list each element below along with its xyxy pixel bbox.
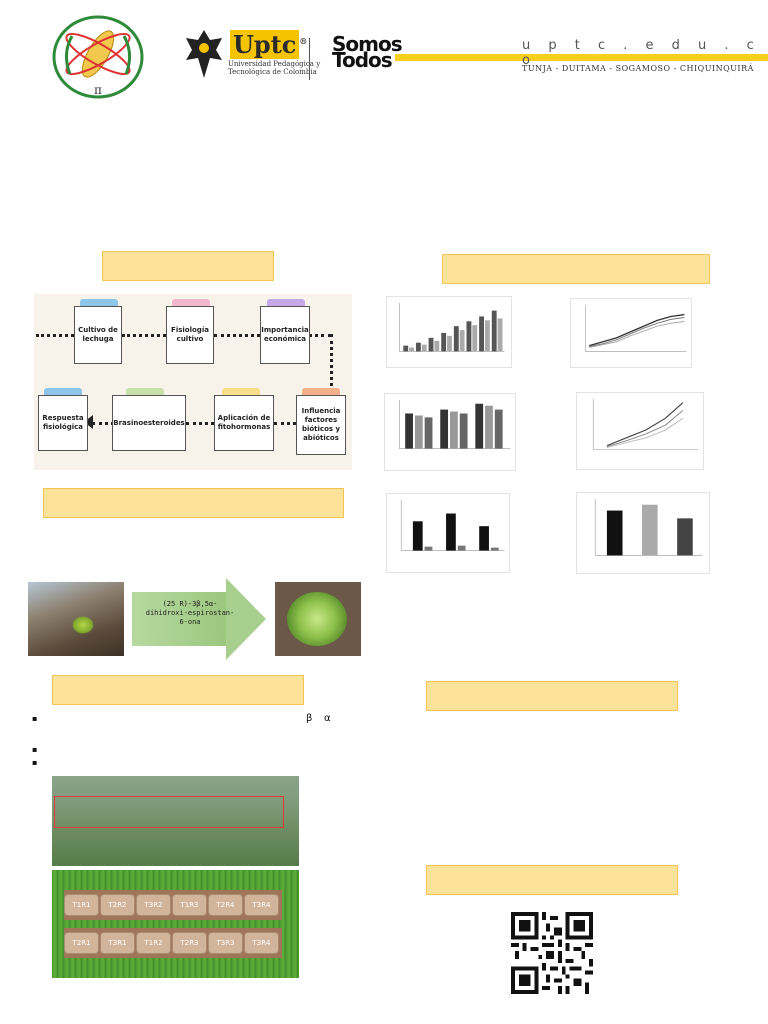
plot-cell: T2R3 [173, 933, 206, 953]
results-chart-5 [386, 493, 510, 573]
section-header-references [426, 865, 678, 895]
methods-bullet: ▪ [32, 758, 38, 767]
results-chart-3 [384, 393, 516, 471]
section-header-objective [43, 488, 344, 518]
plot-cell: T3R3 [209, 933, 242, 953]
plot-cell: T1R2 [137, 933, 170, 953]
results-chart-4 [576, 392, 704, 470]
methods-bullet: ▪ [32, 745, 38, 754]
flow-connector [308, 334, 332, 337]
results-chart-2 [570, 298, 692, 368]
flow-connector [122, 334, 166, 337]
header-yellow-bar [395, 54, 768, 61]
qr-code[interactable] [511, 912, 593, 994]
flow-connector [214, 334, 260, 337]
greek-alpha: α [324, 713, 331, 724]
arrow-right-icon [226, 578, 266, 660]
card-importancia-economica: Importancia económica [260, 306, 310, 364]
somos-todos-logo: Somos Todos [332, 32, 403, 72]
plot-cell: T3R4 [245, 933, 278, 953]
plot-cell: T2R1 [65, 933, 98, 953]
campus-cities: TUNJA - DUITAMA - SOGAMOSO - CHIQUINQUIR… [522, 64, 754, 73]
eagle-crest-icon [186, 30, 222, 78]
card-respuesta-fisiologica: Respuesta fisiológica [38, 395, 88, 451]
plot-cell: T2R4 [209, 895, 242, 915]
card-influencia-factores: Influencia factores bióticos y abióticos [296, 395, 346, 455]
results-chart-1 [386, 296, 512, 368]
card-aplicacion-fitohormonas: Aplicación de fitohormonas [214, 395, 274, 451]
treatment-arrow [132, 592, 228, 646]
plot-cell: T3R2 [137, 895, 170, 915]
lettuce-head [287, 592, 347, 646]
plot-cell: T2R2 [101, 895, 134, 915]
faculty-logo: π [52, 15, 144, 99]
flow-connector [186, 422, 214, 425]
arrow-left-icon [84, 415, 93, 429]
plot-cell: T1R3 [173, 895, 206, 915]
uptc-subtitle: Universidad Pedagógica y Tecnológica de … [228, 60, 321, 76]
website-url: u p t c . e d u . c o [522, 38, 761, 68]
flow-connector [330, 334, 333, 386]
seedling-sprout [72, 616, 94, 634]
card-brasinoesteroides: Brasinoesteroides [112, 395, 186, 451]
flow-connector [36, 334, 74, 337]
plot-cell: T1R1 [65, 895, 98, 915]
results-chart-6 [576, 492, 710, 574]
card-cultivo-lechuga: Cultivo de lechuga [74, 306, 122, 364]
card-fisiologia-cultivo: Fisiología cultivo [166, 306, 214, 364]
greek-beta: β [306, 713, 313, 724]
section-header-results [442, 254, 710, 284]
plot-cell: T3R1 [101, 933, 134, 953]
flow-connector [274, 422, 296, 425]
uptc-wordmark: Uptc® [230, 30, 307, 59]
plot-layout [52, 870, 299, 978]
section-header-introduction [102, 251, 274, 281]
compound-name: (25 R)-3β,5α- dihidroxi-espirostan- 6-on… [145, 600, 235, 626]
plot-cell: T3R4 [245, 895, 278, 915]
field-aerial-photo [52, 776, 299, 866]
field-highlight-box [54, 796, 284, 828]
section-header-methods [52, 675, 304, 705]
svg-text:π: π [94, 83, 102, 97]
header-divider [309, 38, 310, 80]
methods-bullet: ▪ [32, 714, 38, 723]
section-header-conclusions [426, 681, 678, 711]
flow-connector [92, 422, 114, 425]
